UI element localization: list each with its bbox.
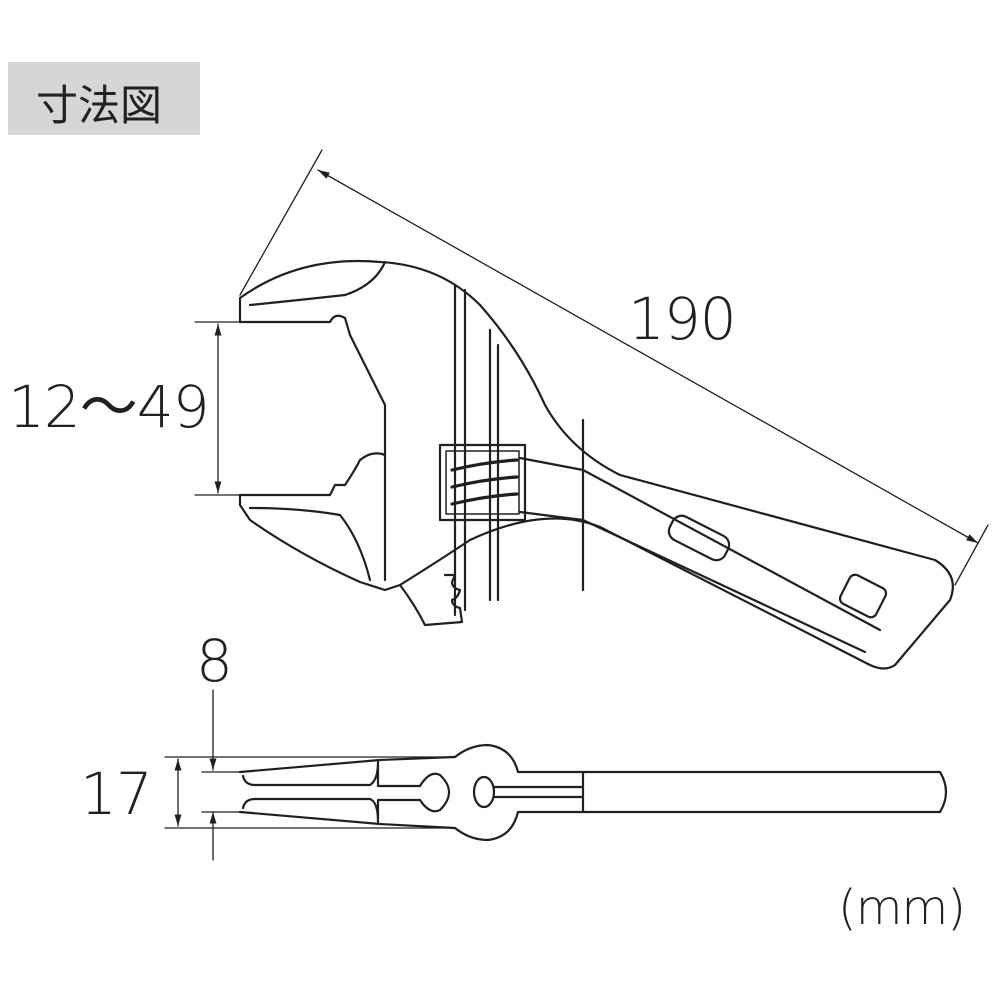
jaw-thickness-value: 8 <box>196 627 233 695</box>
unit-label: (mm) <box>838 880 966 936</box>
diagram-title: 寸法図 <box>36 81 163 130</box>
handle-hole <box>838 573 888 619</box>
handle-side <box>581 770 948 814</box>
wrench-front-view <box>238 259 954 670</box>
head-thickness-value: 17 <box>80 760 153 828</box>
opening-value: 12～49 <box>8 373 210 441</box>
length-dimension-line <box>239 149 989 586</box>
adjusting-nut-teeth <box>398 573 464 627</box>
worm-gear-box <box>438 443 527 522</box>
diagram-title-box: 寸法図 <box>8 62 200 135</box>
opening-dimension-line <box>194 321 241 496</box>
wrench-side-view <box>238 743 948 842</box>
thickness-dimension-lines <box>164 689 456 861</box>
handle-slot <box>667 514 731 562</box>
length-value: 190 <box>628 285 737 353</box>
worm-gear-threads <box>450 458 519 506</box>
